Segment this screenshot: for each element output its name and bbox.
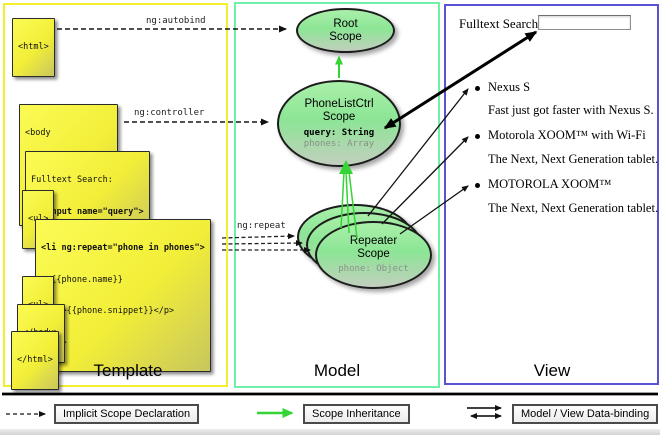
- fulltext-search-input[interactable]: [538, 15, 631, 30]
- code-line: </li>: [41, 338, 205, 349]
- scope-title: Scope: [322, 110, 356, 123]
- ng-repeat-label: ng:repeat: [237, 221, 286, 231]
- legend-scope-inheritance: Scope Inheritance: [303, 404, 410, 424]
- view-item-title: MOTOROLA XOOM™: [488, 177, 612, 191]
- scope-title: Repeater: [349, 235, 398, 247]
- model-panel: [234, 2, 440, 388]
- code-line: <html>: [18, 42, 49, 52]
- code-line: {{phone.name}}: [41, 274, 123, 285]
- scope-prop-phones: phones: Array: [303, 138, 375, 149]
- bottom-edge-strip: [0, 429, 660, 435]
- code-line: <li ng:repeat="phone in phones">: [41, 243, 205, 253]
- model-section-label: Model: [313, 361, 361, 380]
- code-line: <p>{{phone.snippet}}</p>: [41, 306, 175, 316]
- view-item-title: Nexus S: [488, 80, 531, 94]
- ng-autobind-label: ng:autobind: [146, 16, 206, 26]
- view-item-title: Motorola XOOM™ with Wi-Fi: [488, 128, 646, 142]
- scope-title: Root: [333, 17, 358, 30]
- view-section-label: View: [533, 361, 571, 380]
- view-search-label: Fulltext Search:: [459, 16, 542, 31]
- code-box-li-repeat: <li ng:repeat="phone in phones"> {{phone…: [35, 219, 211, 372]
- scope-prop-phone: phone: Object: [338, 264, 409, 274]
- code-line: <body: [25, 128, 51, 138]
- legend-implicit-scope-declaration: Implicit Scope Declaration: [54, 404, 200, 424]
- scope-title: Scope: [357, 248, 390, 260]
- view-item-desc: Fast just got faster with Nexus S.: [488, 103, 654, 117]
- code-box-html-close: </html>: [11, 331, 59, 390]
- phonelistctrl-scope-ellipse: PhoneListCtrl Scope query: String phones…: [277, 80, 401, 167]
- list-bullet: [475, 86, 480, 91]
- scope-title: PhoneListCtrl: [304, 97, 374, 110]
- list-bullet: [475, 134, 480, 139]
- code-line: <input name="query">: [31, 206, 144, 217]
- scope-prop-query: query: String: [303, 127, 375, 138]
- template-section-label: Template: [93, 361, 163, 380]
- list-bullet: [475, 183, 480, 188]
- code-line: </html>: [17, 355, 53, 365]
- view-item-desc: The Next, Next Generation tablet.: [488, 152, 659, 166]
- repeater-scope-ellipse-front: Repeater Scope phone: Object: [315, 221, 432, 289]
- scope-title: Scope: [329, 30, 362, 43]
- legend-model-view-data-binding: Model / View Data-binding: [512, 404, 659, 424]
- code-line: Fulltext Search:: [31, 175, 113, 185]
- code-box-html-open: <html>: [12, 18, 55, 77]
- view-panel: [444, 4, 659, 385]
- view-item-desc: The Next, Next Generation tablet.: [488, 201, 659, 215]
- ng-controller-label: ng:controller: [134, 108, 205, 118]
- root-scope-ellipse: Root Scope: [296, 8, 395, 53]
